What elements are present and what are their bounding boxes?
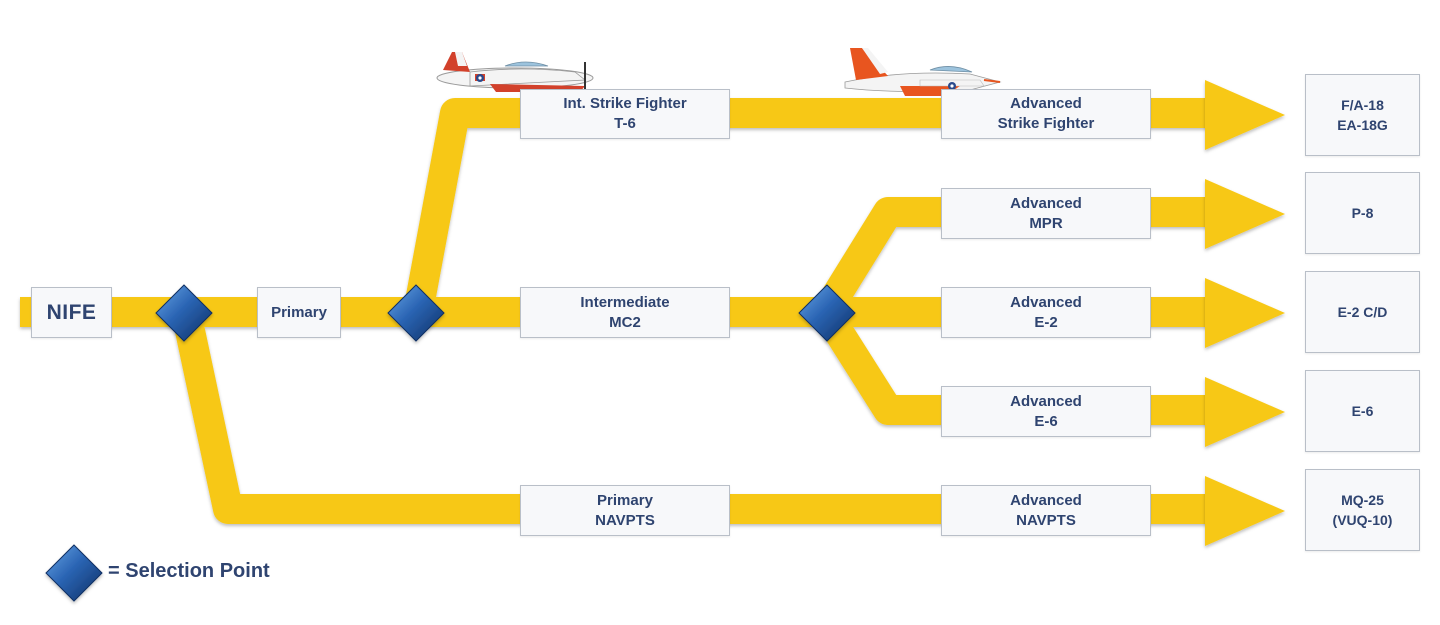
advanced-e6-box: Advanced E-6 — [941, 386, 1151, 437]
nife-box: NIFE — [31, 287, 112, 338]
destination-e2cd-box: E-2 C/D — [1305, 271, 1420, 353]
destination-e2cd-label: E-2 C/D — [1337, 304, 1388, 320]
nife-label: NIFE — [46, 300, 97, 324]
legend-diamond-icon — [45, 544, 103, 602]
advanced-mpr-line-2: MPR — [1029, 214, 1063, 232]
destination-mq25-line-1: MQ-25 — [1341, 492, 1384, 508]
arrow-head-e6 — [1205, 377, 1285, 447]
destination-p8-box: P-8 — [1305, 172, 1420, 254]
arrow-heads — [1205, 80, 1285, 546]
advanced-navpts-box: Advanced NAVPTS — [941, 485, 1151, 536]
advanced-strike-fighter-line-2: Strike Fighter — [997, 115, 1095, 132]
primary-navpts-line-1: Primary — [597, 491, 653, 509]
advanced-e6-line-2: E-6 — [1034, 412, 1058, 430]
destination-fa18-box: F/A-18 EA-18G — [1305, 74, 1420, 156]
primary-box: Primary — [257, 287, 341, 338]
destination-fa18-line-2: EA-18G — [1337, 117, 1388, 133]
arrow-head-navpts — [1205, 476, 1285, 546]
advanced-strike-fighter-box: Advanced Strike Fighter — [941, 89, 1151, 139]
advanced-navpts-line-1: Advanced — [1010, 491, 1082, 509]
selection-point-2-icon — [387, 284, 445, 342]
selection-point-3-icon — [798, 284, 856, 342]
destination-mq25-line-2: (VUQ-10) — [1332, 512, 1393, 528]
destination-p8-label: P-8 — [1351, 205, 1374, 221]
advanced-mpr-box: Advanced MPR — [941, 188, 1151, 239]
arrow-head-e2 — [1205, 278, 1285, 348]
advanced-e6-line-1: Advanced — [1010, 392, 1082, 410]
primary-label: Primary — [271, 303, 327, 321]
int-strike-fighter-box: Int. Strike Fighter T-6 — [520, 89, 730, 139]
int-strike-fighter-line-1: Int. Strike Fighter — [563, 95, 687, 112]
intermediate-mc2-line-2: MC2 — [609, 313, 641, 331]
t45-jet-trainer-aircraft-icon — [844, 48, 1002, 96]
selection-point-1-icon — [155, 284, 213, 342]
destination-e6-label: E-6 — [1351, 403, 1374, 419]
advanced-e2-line-2: E-2 — [1034, 313, 1058, 331]
primary-navpts-line-2: NAVPTS — [595, 511, 655, 529]
destination-fa18-line-1: F/A-18 — [1341, 97, 1384, 113]
advanced-e2-line-1: Advanced — [1010, 293, 1082, 311]
destination-e6-box: E-6 — [1305, 370, 1420, 452]
arrow-head-mpr — [1205, 179, 1285, 249]
advanced-mpr-line-1: Advanced — [1010, 194, 1082, 212]
int-strike-fighter-line-2: T-6 — [614, 115, 636, 132]
intermediate-mc2-box: Intermediate MC2 — [520, 287, 730, 338]
selection-point-diamonds — [45, 284, 856, 602]
path-to-navpts — [171, 308, 1210, 524]
advanced-e2-box: Advanced E-2 — [941, 287, 1151, 338]
destination-mq25-box: MQ-25 (VUQ-10) — [1305, 469, 1420, 551]
arrow-head-strike-fighter — [1205, 80, 1285, 150]
legend-label: = Selection Point — [108, 560, 270, 582]
primary-navpts-box: Primary NAVPTS — [520, 485, 730, 536]
advanced-strike-fighter-line-1: Advanced — [1010, 95, 1082, 112]
intermediate-mc2-line-1: Intermediate — [580, 293, 670, 311]
advanced-navpts-line-2: NAVPTS — [1016, 511, 1076, 529]
